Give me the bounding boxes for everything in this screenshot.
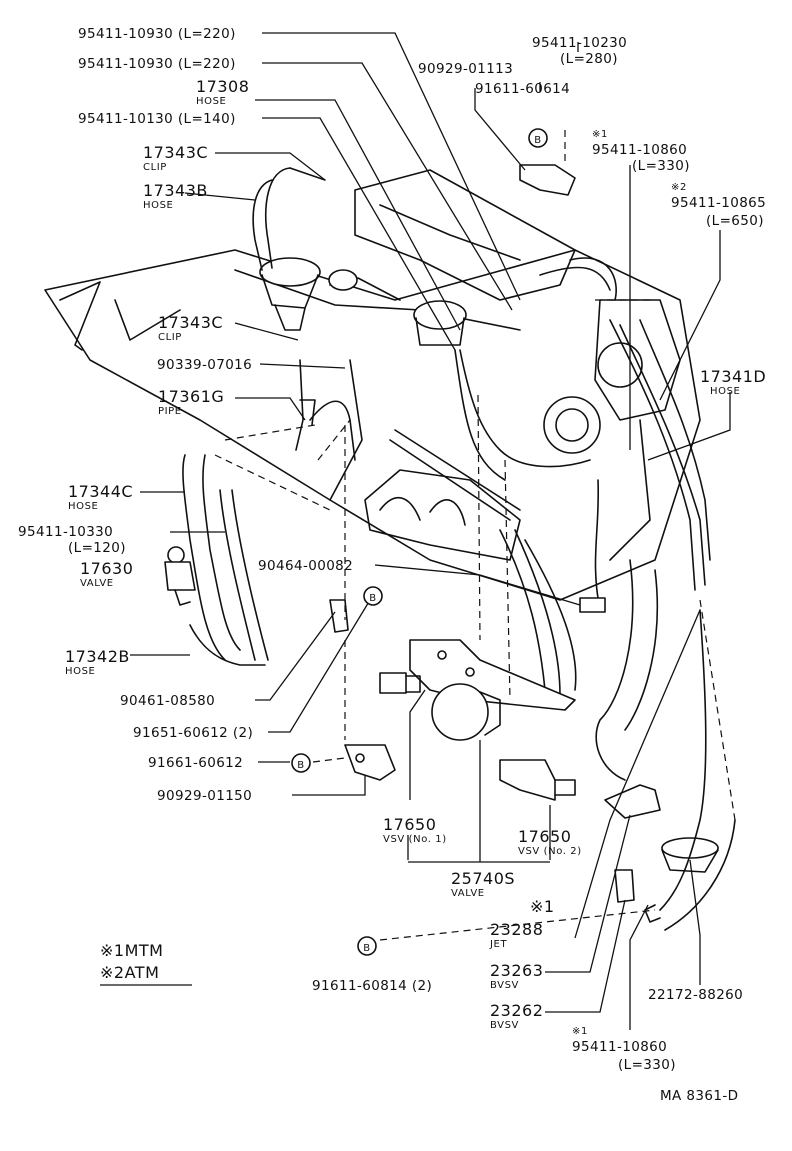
- svg-text:B: B: [363, 943, 370, 954]
- label-90461: 90461-08580: [120, 693, 215, 709]
- bolt-circle-top: B: [528, 128, 548, 148]
- label-91611-614: 91611-60614: [475, 81, 570, 97]
- label-bvsv-23263-desc: BVSV: [490, 980, 519, 991]
- label-clip-17343C-a: 17343C: [143, 143, 208, 162]
- label-vsv2-desc: VSV (No. 2): [518, 846, 582, 857]
- label-91611-814: 91611-60814 (2): [312, 978, 432, 994]
- label-90929-113: 90929-01113: [418, 61, 513, 77]
- bolt-circle-91651: B: [363, 586, 383, 606]
- label-bvsv-23262: 23262: [490, 1001, 543, 1020]
- bolt-circle-91611-814: B: [357, 936, 377, 956]
- bolt-circle-91661: B: [291, 753, 311, 773]
- label-hose-10230: 95411-10230: [532, 35, 627, 51]
- label-clip-17343C-a-desc: CLIP: [143, 162, 167, 173]
- label-valve-17630-desc: VALVE: [80, 578, 114, 589]
- part-labels: 95411-10930 (L=220) 95411-10930 (L=220) …: [18, 26, 766, 1104]
- svg-text:B: B: [297, 760, 304, 771]
- label-hose-10860-bot-len: (L=330): [618, 1057, 676, 1073]
- label-hose-10330-len: (L=120): [68, 540, 126, 556]
- label-91661: 91661-60612: [148, 755, 243, 771]
- label-17308-desc: HOSE: [196, 96, 226, 107]
- label-hose-10860-bot: 95411-10860: [572, 1039, 667, 1055]
- label-note2-top: ※2: [671, 182, 687, 193]
- leader-lines: [130, 32, 731, 1030]
- label-90464: 90464-00082: [258, 558, 353, 574]
- label-hose-10865-len: (L=650): [706, 213, 764, 229]
- dashed-guides: [214, 130, 736, 941]
- label-22172: 22172-88260: [648, 987, 743, 1003]
- label-bvsv-23263: 23263: [490, 961, 543, 980]
- label-91651: 91651-60612 (2): [133, 725, 253, 741]
- label-90929-150: 90929-01150: [157, 788, 252, 804]
- label-hose-10330: 95411-10330: [18, 524, 113, 540]
- svg-text:B: B: [534, 135, 541, 146]
- label-hose-17344C: 17344C: [68, 482, 133, 501]
- label-hose-17344C-desc: HOSE: [68, 501, 98, 512]
- label-note1-jet: ※1: [530, 897, 555, 916]
- label-pipe-17361G-desc: PIPE: [158, 406, 182, 417]
- label-90339: 90339-07016: [157, 357, 252, 373]
- label-hose-17342B: 17342B: [65, 647, 130, 666]
- legend-1: ※1MTM: [100, 941, 163, 960]
- label-bvsv-23262-desc: BVSV: [490, 1020, 519, 1031]
- label-vsv1: 17650: [383, 815, 436, 834]
- bolt-markers: B B B B: [291, 128, 548, 956]
- label-clip-17343C-b-desc: CLIP: [158, 332, 182, 343]
- label-hose-10865: 95411-10865: [671, 195, 766, 211]
- svg-text:B: B: [369, 593, 376, 604]
- label-hose-17342B-desc: HOSE: [65, 666, 95, 677]
- label-valve-25740S: 25740S: [451, 869, 515, 888]
- drawing-code: MA 8361-D: [660, 1088, 738, 1104]
- label-hose-17343B: 17343B: [143, 181, 208, 200]
- label-hose-10930-b: 95411-10930 (L=220): [78, 56, 236, 72]
- label-hose-10860-top-len: (L=330): [632, 158, 690, 174]
- label-note1-top: ※1: [592, 129, 608, 140]
- label-jet-23288: 23288: [490, 920, 543, 939]
- label-clip-17343C-b: 17343C: [158, 313, 223, 332]
- label-pipe-17361G: 17361G: [158, 387, 224, 406]
- label-valve-25740S-desc: VALVE: [451, 888, 485, 899]
- label-17308: 17308: [196, 77, 249, 96]
- label-jet-23288-desc: JET: [489, 939, 507, 950]
- label-hose-10130: 95411-10130 (L=140): [78, 111, 236, 127]
- label-valve-17630: 17630: [80, 559, 133, 578]
- label-hose-10930-a: 95411-10930 (L=220): [78, 26, 236, 42]
- label-hose-17343B-desc: HOSE: [143, 200, 173, 211]
- label-hose-10860-top: 95411-10860: [592, 142, 687, 158]
- legend-2: ※2ATM: [100, 963, 159, 982]
- label-hose-17341D: 17341D: [700, 367, 766, 386]
- label-vsv1-desc: VSV (No. 1): [383, 834, 447, 845]
- label-hose-17341D-desc: HOSE: [710, 386, 740, 397]
- label-vsv2: 17650: [518, 827, 571, 846]
- label-note1-bottom: ※1: [572, 1026, 588, 1037]
- label-hose-10230-len: (L=280): [560, 51, 618, 67]
- engine-artwork: [44, 164, 736, 931]
